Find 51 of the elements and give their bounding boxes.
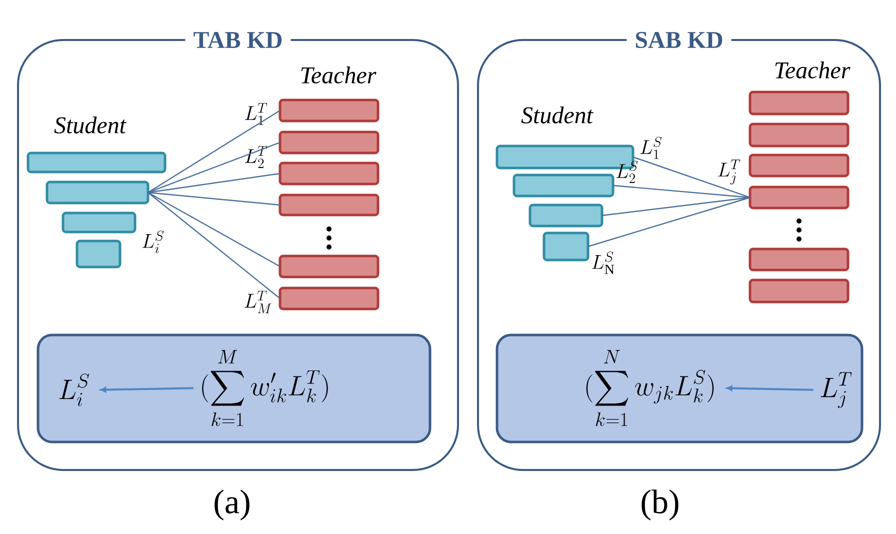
panel-caption: (a) (214, 490, 250, 520)
model-label: Teacher (775, 62, 850, 78)
model-label: Student (54, 116, 126, 134)
formula: $L_i^S$ (59, 374, 90, 406)
arrow (100, 386, 194, 393)
teacher-layer (748, 278, 850, 304)
connector-line (632, 156, 750, 198)
layer-label: $L_i^S$ (142, 230, 164, 254)
connector-line (612, 184, 750, 198)
panel-caption: (b) (642, 490, 678, 520)
connector-line (148, 110, 280, 193)
layer-label: $L_2^T$ (245, 146, 268, 168)
teacher-layer (748, 154, 850, 178)
formula-box (36, 334, 432, 444)
teacher-layer (748, 90, 850, 116)
teacher-layer (748, 186, 850, 210)
teacher-layer (278, 254, 380, 278)
student-layer (76, 240, 122, 268)
teacher-layer (278, 130, 380, 154)
student-layer (26, 152, 166, 174)
connector-line (148, 192, 280, 268)
student-layer (512, 174, 614, 198)
layer-label: $L_2^S$ (616, 160, 638, 183)
connector-line (148, 172, 280, 194)
formula: $(\sum_{k=1}^{N} w_{jk} L_k^S)$ (586, 350, 714, 426)
student-layer (62, 212, 136, 234)
formula: $(\sum_{k=1}^{M} w'_{ik} L_k^T)$ (202, 350, 328, 426)
teacher-layer (278, 98, 380, 122)
connector-line (602, 196, 750, 216)
teacher-layer (748, 122, 850, 148)
layer-label: $L_\mathrm{N}^S$ (592, 252, 614, 274)
model-label: Student (521, 106, 594, 124)
connector-line (588, 196, 750, 248)
student-layer (542, 232, 590, 262)
teacher-layer (748, 248, 850, 272)
teacher-layer (278, 286, 380, 310)
connector-line (148, 192, 280, 299)
formula: $L_j^T$ (820, 372, 852, 408)
formula-box (496, 334, 864, 444)
arrow (726, 385, 814, 392)
layer-label: $L_1^T$ (245, 103, 268, 125)
student-layer (528, 204, 604, 228)
layer-label: $L_M^T$ (244, 290, 272, 314)
teacher-layer (278, 194, 380, 216)
layer-label: $L_1^S$ (640, 136, 662, 159)
connector-line (148, 192, 280, 206)
model-label: Teacher (301, 66, 376, 84)
connector-line (148, 142, 280, 194)
teacher-layer (278, 162, 380, 186)
layer-label: $L_j^T$ (718, 160, 740, 185)
student-layer (46, 180, 150, 204)
